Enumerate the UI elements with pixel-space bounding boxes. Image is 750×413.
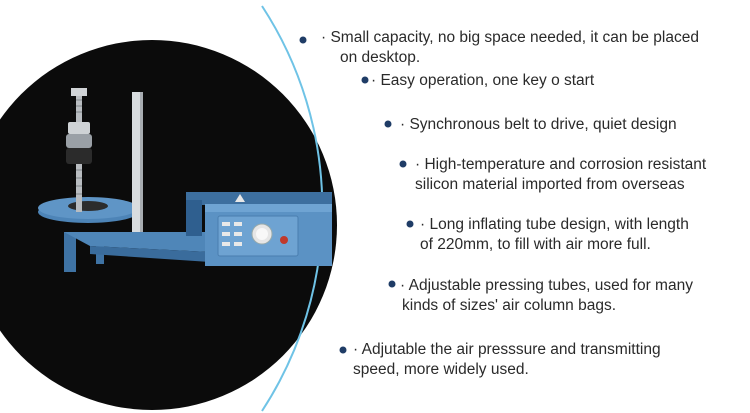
feature-line: · Adjutable the air presssure and transm… bbox=[353, 341, 661, 358]
feature-item: · Adjutable the air presssure and transm… bbox=[353, 340, 661, 380]
feature-line: · High-temperature and corrosion resista… bbox=[415, 156, 707, 173]
feature-line: · Small capacity, no big space needed, i… bbox=[321, 29, 699, 46]
feature-item: · Synchronous belt to drive, quiet desig… bbox=[400, 115, 677, 135]
feature-line: kinds of sizes' air column bags. bbox=[402, 297, 617, 314]
feature-line: on desktop. bbox=[340, 49, 421, 66]
feature-line: · Easy operation, one key o start bbox=[371, 72, 595, 89]
feature-item: · Easy operation, one key o start bbox=[371, 71, 594, 91]
feature-line: speed, more widely used. bbox=[353, 361, 529, 378]
packing-machine-illustration bbox=[38, 88, 332, 272]
feature-line: · Long inflating tube design, with lengt… bbox=[420, 216, 689, 233]
arc-dots bbox=[299, 36, 414, 354]
feature-line: of 220mm, to fill with air more full. bbox=[420, 236, 651, 253]
feature-line: · Synchronous belt to drive, quiet desig… bbox=[400, 116, 677, 133]
feature-item: · Small capacity, no big space needed, i… bbox=[321, 28, 699, 68]
feature-item: · Adjustable pressing tubes, used for ma… bbox=[400, 276, 693, 316]
feature-item: · High-temperature and corrosion resista… bbox=[415, 155, 706, 195]
feature-item: · Long inflating tube design, with lengt… bbox=[420, 215, 689, 255]
feature-line: silicon material imported from overseas bbox=[415, 176, 685, 193]
feature-line: · Adjustable pressing tubes, used for ma… bbox=[400, 277, 693, 294]
